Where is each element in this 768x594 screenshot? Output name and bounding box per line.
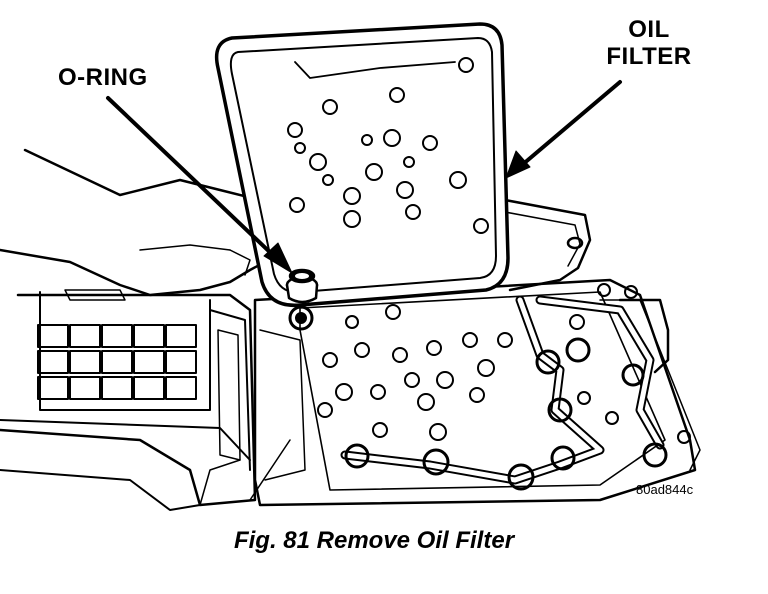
filter-holes <box>287 57 489 234</box>
figure-caption-text: Fig. 81 Remove Oil Filter <box>233 527 515 554</box>
oil-filter-label-line1: OIL <box>628 16 670 43</box>
callout-arrows <box>106 80 622 274</box>
o-ring-label: O-RING <box>58 64 148 91</box>
case-grid <box>37 324 197 400</box>
image-id-label: 80ad844c <box>636 482 694 497</box>
filter-outlet <box>285 268 319 304</box>
oil-filter-label-line2: FILTER <box>606 43 692 70</box>
oil-filter-label: OIL FILTER <box>603 16 695 70</box>
valve-body-holes <box>288 283 691 491</box>
transmission-case <box>0 289 306 511</box>
valve-body <box>249 278 701 507</box>
oil-filter <box>214 22 510 308</box>
figure-caption: Fig. 81 Remove Oil Filter <box>0 527 768 555</box>
